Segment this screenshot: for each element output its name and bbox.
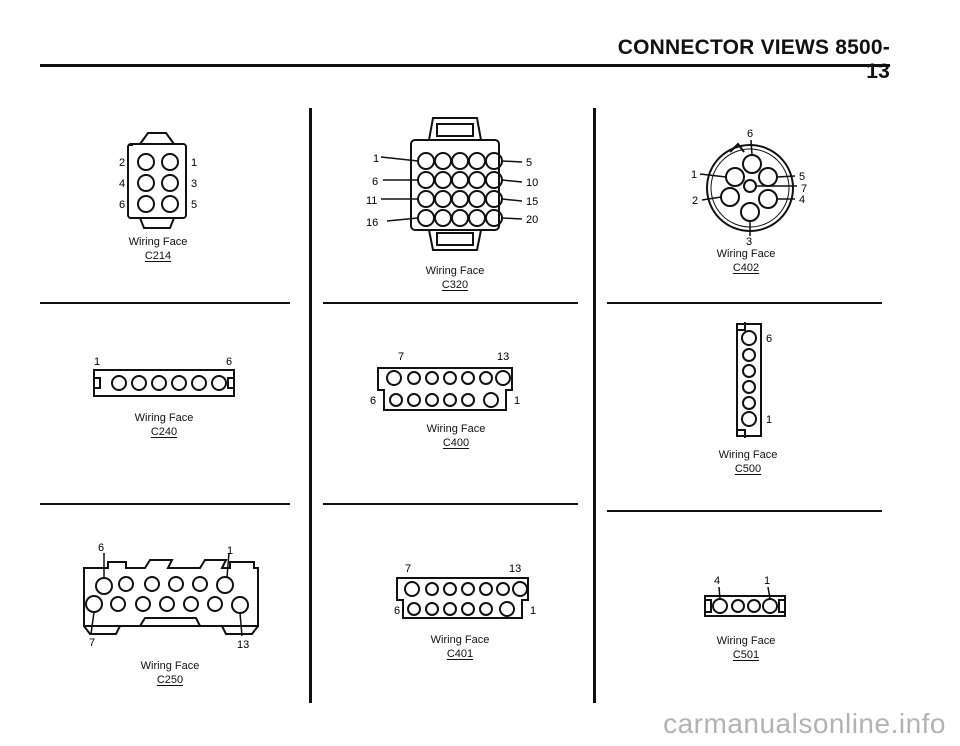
pin-label: 6 [747, 128, 753, 140]
pin-label: 1 [191, 157, 197, 169]
connector-caption: Wiring Face C401 [360, 634, 560, 660]
pin-label: 1 [691, 169, 697, 181]
pin-label: 13 [237, 639, 249, 651]
pin-label: 6 [370, 395, 376, 407]
row-divider-2-col-1 [40, 503, 290, 505]
pin-label: 2 [692, 195, 698, 207]
connector-id: C500 [734, 463, 762, 475]
watermark-text: carmanualsonline.info [663, 708, 946, 739]
pin-label: 3 [191, 178, 197, 190]
connector-c320-body [380, 117, 523, 251]
pin-label: 7 [405, 563, 411, 575]
pin-label: 5 [526, 157, 532, 169]
pin-label: 13 [509, 563, 521, 575]
pin-label: 7 [398, 351, 404, 363]
connector-caption: Wiring Face C402 [646, 248, 846, 274]
wiring-face-label: Wiring Face [426, 423, 486, 435]
connector-caption: Wiring Face C214 [58, 236, 258, 262]
row-divider-1-col-2 [323, 302, 578, 304]
wiring-face-label: Wiring Face [716, 248, 776, 260]
pin-label: 1 [94, 356, 100, 368]
pin-label: 6 [119, 199, 125, 211]
column-divider-left [309, 108, 312, 703]
pin-label: 4 [119, 178, 125, 190]
header-rule [40, 64, 890, 67]
row-divider-1-col-3 [607, 302, 882, 304]
pin-label: 15 [526, 196, 538, 208]
pin-label: 4 [714, 575, 720, 587]
c320-pin-grid [417, 152, 503, 227]
connector-id: C250 [156, 674, 184, 686]
connector-c400-body [377, 367, 513, 411]
row-divider-1-col-1 [40, 302, 290, 304]
wiring-face-label: Wiring Face [425, 265, 485, 277]
pin-label: 16 [366, 217, 378, 229]
pin-label: 2 [119, 157, 125, 169]
pin-label: 6 [226, 356, 232, 368]
pin-label: 7 [801, 183, 807, 195]
connector-id: C400 [442, 437, 470, 449]
pin-label: 5 [191, 199, 197, 211]
connector-id: C320 [441, 279, 469, 291]
connector-c402-body [699, 139, 797, 236]
connector-caption: Wiring Face C400 [356, 423, 556, 449]
pin-label: 6 [766, 333, 772, 345]
row-divider-2-col-3 [607, 510, 882, 512]
connector-caption: Wiring Face C320 [355, 265, 555, 291]
pin-label: 7 [89, 637, 95, 649]
pin-label: 1 [373, 153, 379, 165]
pin-label: 6 [394, 605, 400, 617]
pin-label: 3 [746, 236, 752, 248]
pin-label: 10 [526, 177, 538, 189]
wiring-face-label: Wiring Face [718, 449, 778, 461]
connector-caption: Wiring Face C240 [64, 412, 264, 438]
connector-id: C214 [144, 250, 172, 262]
connector-id: C501 [732, 649, 760, 661]
pin-label: 11 [366, 195, 377, 207]
connector-c501-body [704, 586, 786, 617]
wiring-face-label: Wiring Face [430, 634, 490, 646]
connector-id: C240 [150, 426, 178, 438]
pin-label: 4 [799, 194, 805, 206]
pin-label: 6 [372, 176, 378, 188]
pin-label: 6 [98, 542, 104, 554]
connector-caption: Wiring Face C250 [70, 660, 270, 686]
wiring-face-label: Wiring Face [134, 412, 194, 424]
connector-c250-body [83, 552, 259, 637]
column-divider-right [593, 108, 596, 703]
pin-label: 1 [530, 605, 536, 617]
connector-c214-body [127, 132, 187, 229]
page-title: CONNECTOR VIEWS 8500-13 [617, 36, 890, 83]
pin-label: 1 [766, 414, 772, 426]
pin-label: 1 [227, 545, 233, 557]
connector-c240-body [93, 369, 235, 397]
connector-caption: Wiring Face C501 [646, 635, 846, 661]
connector-id: C402 [732, 262, 760, 274]
wiring-face-label: Wiring Face [140, 660, 200, 672]
connector-id: C401 [446, 648, 474, 660]
connector-c401-body [396, 577, 529, 619]
wiring-face-label: Wiring Face [716, 635, 776, 647]
wiring-face-label: Wiring Face [128, 236, 188, 248]
pin-label: 5 [799, 171, 805, 183]
pin-label: 13 [497, 351, 509, 363]
row-divider-2-col-2 [323, 503, 578, 505]
connector-c500-body [736, 322, 762, 438]
connector-caption: Wiring Face C500 [648, 449, 848, 475]
pin-label: 20 [526, 214, 538, 226]
pin-label: 1 [514, 395, 520, 407]
pin-label: 1 [764, 575, 770, 587]
